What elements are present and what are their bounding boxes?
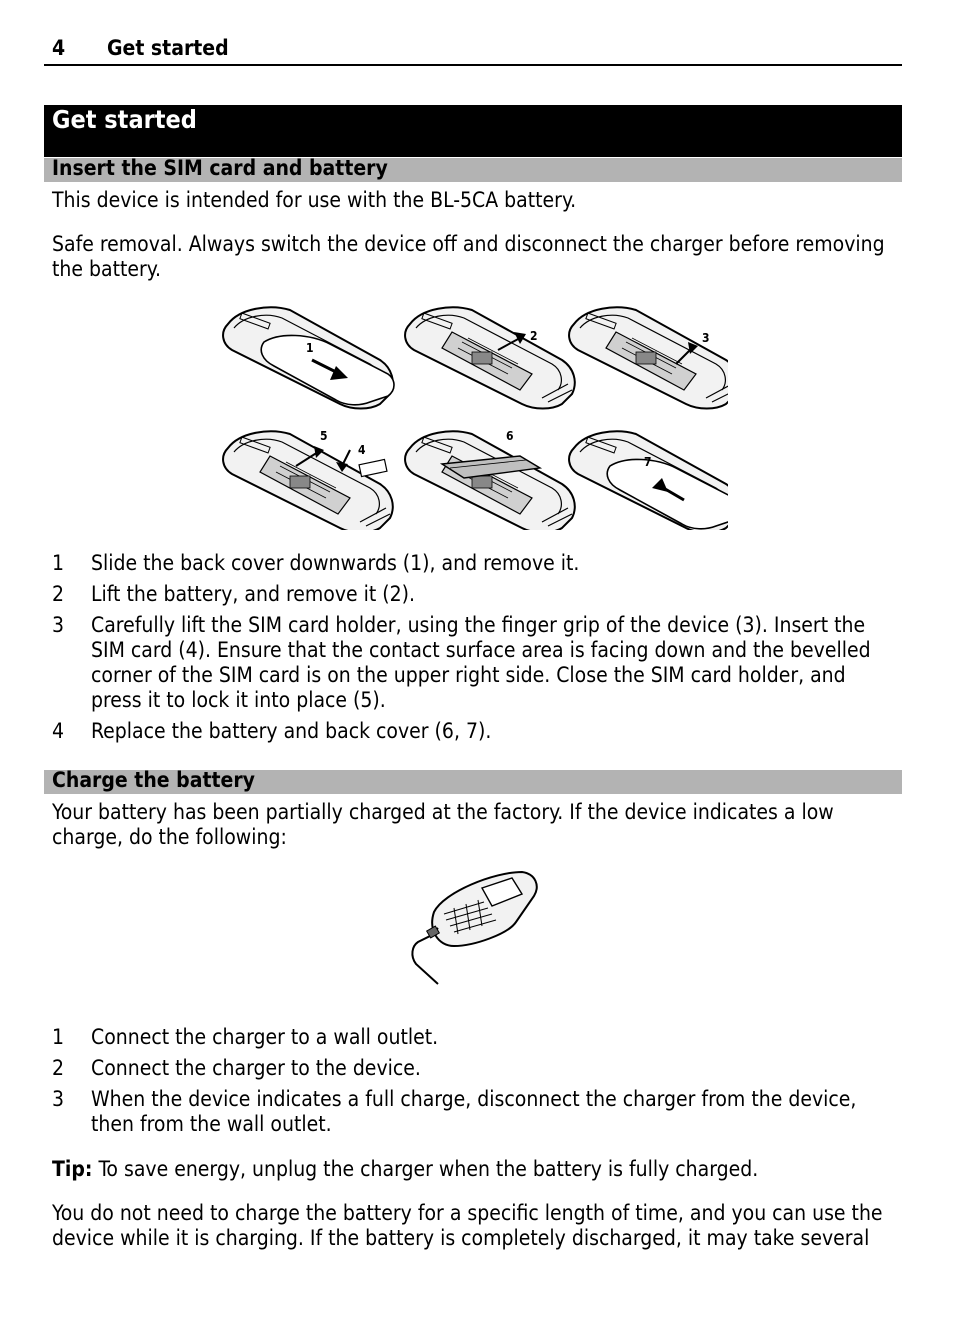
step-text: Connect the charger to a wall outlet. <box>91 1025 439 1049</box>
page-number: 4 <box>52 36 66 60</box>
list-item: 4 Replace the battery and back cover (6, … <box>52 719 902 744</box>
list-item: 1 Connect the charger to a wall outlet. <box>52 1025 902 1050</box>
section-title-charge: Charge the battery <box>52 768 255 792</box>
figure-label-5: 5 <box>320 429 328 443</box>
step-text: Connect the charger to the device. <box>91 1056 421 1080</box>
step-text: Slide the back cover downwards (1), and … <box>91 551 580 575</box>
list-item: 2 Connect the charger to the device. <box>52 1056 902 1081</box>
charging-illustration <box>411 870 538 985</box>
safe-removal-paragraph: Safe removal. Always switch the device o… <box>52 232 885 281</box>
figure-label-3: 3 <box>702 331 710 345</box>
running-header: 4 Get started <box>44 36 902 66</box>
tip-paragraph: Tip: To save energy, unplug the charger … <box>52 1157 902 1182</box>
closing-paragraph: You do not need to charge the battery fo… <box>52 1201 883 1250</box>
list-item: 2 Lift the battery, and remove it (2). <box>52 582 902 607</box>
figure-label-2: 2 <box>530 329 538 343</box>
sim-battery-illustration: 1 2 3 5 4 <box>222 306 728 530</box>
chapter-heading-bar: Get started <box>44 105 902 157</box>
sim-steps-list: 1 Slide the back cover downwards (1), and… <box>52 551 902 750</box>
running-header-title: Get started <box>107 36 229 60</box>
figure-label-7: 7 <box>644 455 652 469</box>
step-number: 3 <box>52 613 65 637</box>
step-number: 2 <box>52 582 65 606</box>
step-text: Carefully lift the SIM card holder, usin… <box>91 613 871 712</box>
section-heading-charge: Charge the battery <box>44 768 902 794</box>
tip-label: Tip: <box>52 1157 93 1181</box>
step-number: 3 <box>52 1087 65 1111</box>
step-number: 2 <box>52 1056 65 1080</box>
figure-label-6: 6 <box>506 429 514 443</box>
list-item: 3 When the device indicates a full charge… <box>52 1087 902 1137</box>
tip-text: To save energy, unplug the charger when … <box>92 1157 759 1181</box>
charge-intro-paragraph: Your battery has been partially charged … <box>52 800 834 849</box>
step-number: 1 <box>52 1025 65 1049</box>
step-text: Lift the battery, and remove it (2). <box>91 582 416 606</box>
step-number: 1 <box>52 551 65 575</box>
section-heading-sim: Insert the SIM card and battery <box>44 156 902 182</box>
step-text: Replace the battery and back cover (6, 7… <box>91 719 492 743</box>
section-title-sim: Insert the SIM card and battery <box>52 156 388 180</box>
step-number: 4 <box>52 719 65 743</box>
step-text: When the device indicates a full charge,… <box>91 1087 857 1136</box>
list-item: 3 Carefully lift the SIM card holder, usi… <box>52 613 902 713</box>
list-item: 1 Slide the back cover downwards (1), and… <box>52 551 902 576</box>
chapter-title: Get started <box>52 105 197 134</box>
charge-steps-list: 1 Connect the charger to a wall outlet. 2… <box>52 1025 902 1143</box>
sim-intro-paragraph: This device is intended for use with the… <box>52 188 577 212</box>
figure-label-4: 4 <box>358 443 366 457</box>
figure-label-1: 1 <box>306 341 314 355</box>
